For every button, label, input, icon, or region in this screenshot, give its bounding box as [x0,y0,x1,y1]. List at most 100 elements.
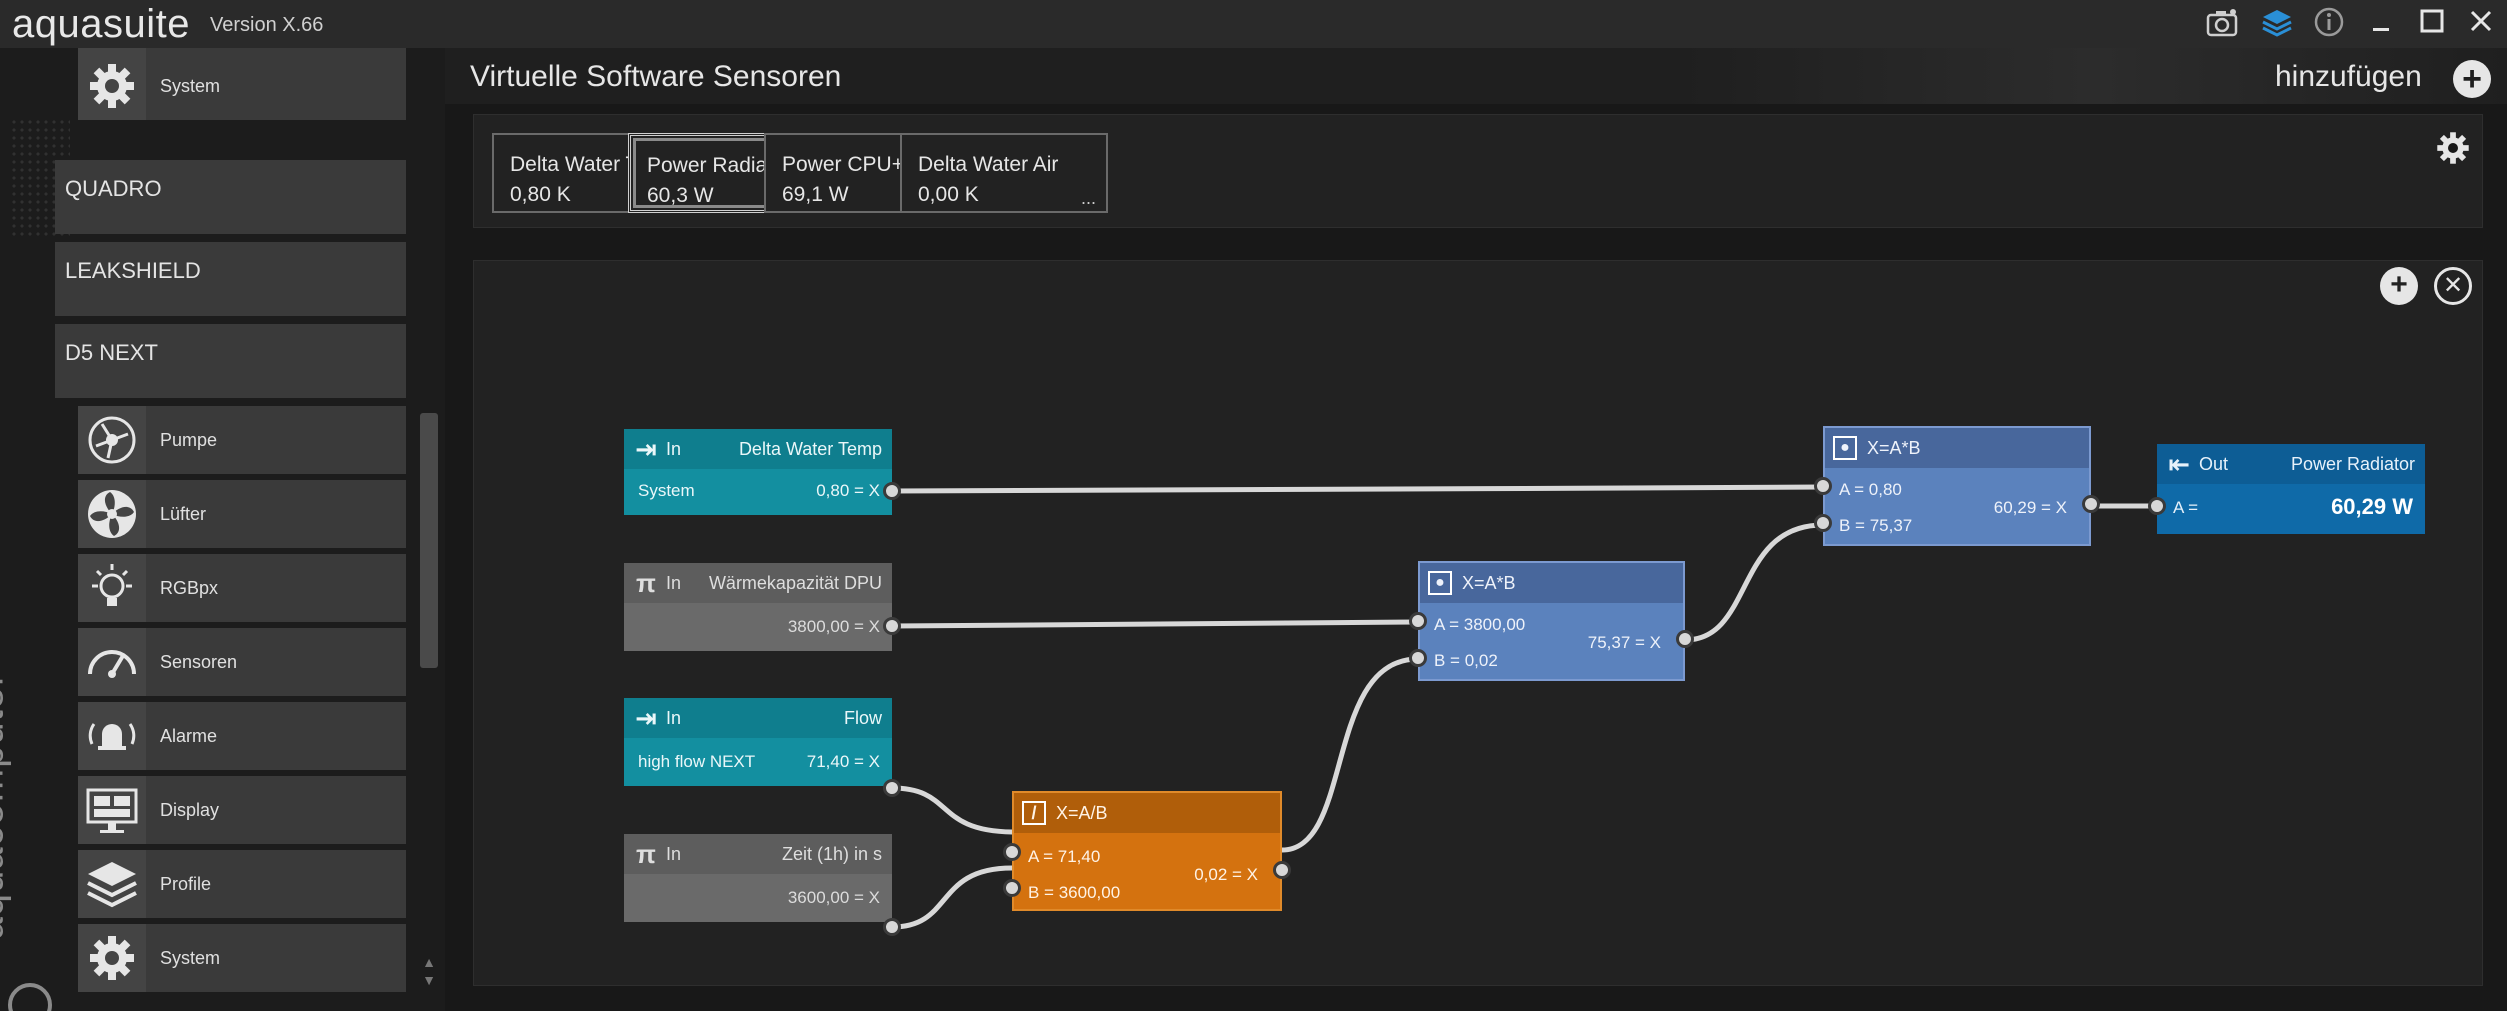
sidebar-item-rgbpx[interactable]: RGBpx [78,554,406,622]
gear-icon [78,52,146,120]
info-icon[interactable] [2310,6,2348,42]
sidebar-item-alarme[interactable]: Alarme [78,702,406,770]
sidebar-group-label: LEAKSHIELD [65,258,201,283]
camera-icon[interactable] [2203,6,2241,42]
sidebar-item-luefter[interactable]: Lüfter [78,480,406,548]
layers-icon [78,850,146,918]
node-output: 3600,00 = X [787,888,880,907]
node-connections [889,484,2160,930]
pump-icon [78,406,146,474]
node-header[interactable]: π In Wärmekapazität DPU [624,563,892,603]
add-node-button[interactable]: + [2380,267,2418,305]
maximize-icon[interactable] [2413,6,2451,42]
node-input-b: B = 75,37 [1839,516,1913,535]
node-header[interactable]: ⇥ In Flow [624,698,892,738]
wire-heat-to-mul1 [889,619,1421,629]
node-constant-heat-capacity[interactable]: π In Wärmekapazität DPU 3800,00 = X [624,563,901,651]
node-multiply-1[interactable]: ● X=A*B A = 3800,00 B = 0,02 75,37 = X [1409,561,1694,681]
minimize-icon[interactable] [2362,6,2400,42]
input-port-b[interactable] [1814,514,1832,532]
pi-constant-icon: π [636,568,656,598]
multiply-icon: ● [1428,571,1452,595]
sensor-value: 0,00 K [918,183,979,206]
alarm-bell-icon [78,702,146,770]
node-header[interactable]: / X=A/B [1014,793,1280,833]
add-sensor-label[interactable]: hinzufügen [2275,60,2422,93]
node-input-delta-water-temp[interactable]: ⇥ In Delta Water Temp System 0,80 = X [624,429,901,515]
page-title: Virtuelle Software Sensoren [470,60,842,93]
node-divide[interactable]: / X=A/B A = 71,40 B = 3600,00 0,02 = X [1003,791,1291,911]
node-multiply-2[interactable]: ● X=A*B A = 0,80 B = 75,37 60,29 = X [1814,426,2100,546]
sidebar-group-d5-next[interactable]: D5 NEXT [55,324,406,398]
node-header[interactable]: ● X=A*B [1420,563,1683,603]
sidebar-item-label: System [160,76,221,96]
multiply-icon: ● [1833,436,1857,460]
sidebar-item-label: RGBpx [160,578,219,598]
node-header[interactable]: ● X=A*B [1825,428,2089,468]
node-input-a: A = 0,80 [1839,480,1902,499]
node-header[interactable]: π In Zeit (1h) in s [624,834,892,874]
pi-constant-icon: π [636,839,656,869]
add-sensor-button[interactable]: + [2453,60,2491,98]
output-port[interactable] [883,482,901,500]
input-port-b[interactable] [1003,879,1021,897]
node-output: 3800,00 = X [787,617,880,636]
node-input-flow[interactable]: ⇥ In Flow high flow NEXT 71,40 = X [624,698,901,797]
fan-icon [78,480,146,548]
input-port-a[interactable] [1409,612,1427,630]
layers-icon[interactable] [2258,6,2296,42]
node-kind: In [666,573,682,593]
node-kind: Out [2199,454,2229,474]
input-port-a[interactable] [1003,843,1021,861]
sensor-name: Delta Water Air [918,153,1059,176]
close-icon[interactable] [2462,6,2500,42]
clear-nodes-button[interactable]: ✕ [2434,267,2472,305]
output-port[interactable] [2082,495,2100,513]
sidebar-group-quadro[interactable]: QUADRO [55,160,406,234]
node-constant-time[interactable]: π In Zeit (1h) in s 3600,00 = X [624,834,901,936]
output-port[interactable] [883,617,901,635]
app-version: Version X.66 [210,14,324,36]
lightbulb-icon [78,554,146,622]
sidebar-item-label: Lüfter [160,504,207,524]
output-port[interactable] [883,779,901,797]
sensor-card-delta-water-air[interactable]: Delta Water Air 0,00 K ... [900,133,1108,213]
input-port-b[interactable] [1409,649,1427,667]
node-title: Delta Water Temp [738,439,882,459]
brand-swirl-icon [8,983,52,1011]
node-output: 0,02 = X [1194,865,1258,884]
node-title: Wärmekapazität DPU [708,573,882,593]
sidebar-group-label: QUADRO [65,176,162,201]
sidebar-item-display[interactable]: Display [78,776,406,844]
vertical-brand-text: aquacomputer [0,671,12,940]
sidebar-item-sensoren[interactable]: Sensoren [78,628,406,696]
input-port-a[interactable] [1814,477,1832,495]
settings-gear-icon[interactable] [2433,128,2473,168]
sidebar-scroll-arrows[interactable]: ▲▼ [422,954,436,988]
sidebar-item-profile[interactable]: Profile [78,850,406,918]
wire-time-to-div [889,865,1015,930]
wire-div-to-mul1 [1279,656,1421,853]
sidebar-scrollbar[interactable] [420,413,438,668]
node-result-value: 60,29 W [2331,494,2413,519]
sidebar: aquabus System QUADRO LEAKSHIELD D5 NEXT… [0,48,445,1011]
node-title: Zeit (1h) in s [781,844,882,864]
sensor-more-button[interactable]: ... [1080,188,1096,208]
sidebar-group-leakshield[interactable]: LEAKSHIELD [55,242,406,316]
sidebar-item-label: Display [160,800,220,820]
sidebar-item-pumpe[interactable]: Pumpe [78,406,406,474]
sidebar-item-label: Sensoren [160,652,238,672]
input-arrow-icon: ⇥ [635,434,657,464]
input-port-a[interactable] [2148,497,2166,515]
sidebar-item-system-top[interactable]: System [78,52,406,120]
sidebar-item-system[interactable]: System [78,924,406,992]
node-output-power-radiator[interactable]: ⇤ Out Power Radiator A = 60,29 W [2148,444,2425,534]
node-editor-canvas[interactable]: + ✕ ⇥ In Delta Water Temp [473,260,2483,986]
node-header[interactable]: ⇤ Out Power Radiator [2157,444,2425,484]
output-port[interactable] [883,918,901,936]
output-port[interactable] [1676,630,1694,648]
node-header[interactable]: ⇥ In Delta Water Temp [624,429,892,469]
output-port[interactable] [1273,861,1291,879]
sensor-value: 60,3 W [647,184,714,207]
